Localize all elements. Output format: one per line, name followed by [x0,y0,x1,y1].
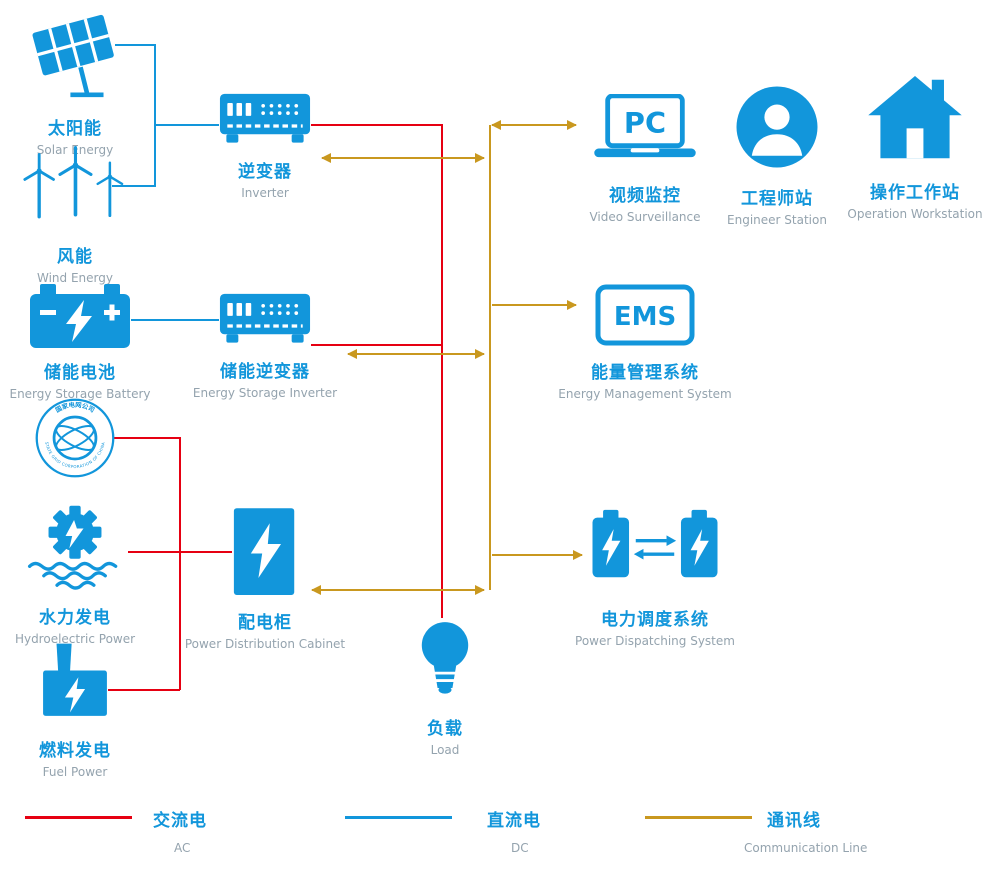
storage-inverter-icon [219,293,311,343]
solar-panel-icon [32,14,114,98]
state-grid-ring-text-zh: 国家电网公司 [54,400,96,414]
solar-label-zh: 太阳能 [48,119,102,139]
node-wind: 风能 Wind Energy [0,146,150,285]
battery-icon [30,284,130,348]
pc-icon-text: PC [624,106,666,140]
cabinet-label-en: Power Distribution Cabinet [184,637,346,651]
hydro-gear-icon [27,505,118,590]
node-pc: PC 视频监控 Video Surveillance [585,94,705,224]
node-dispatch: 电力调度系统 Power Dispatching System [565,508,745,648]
dispatch-label-en: Power Dispatching System [575,634,735,648]
node-cabinet: 配电柜 Power Distribution Cabinet [180,508,350,651]
ems-label-zh: 能量管理系统 [591,363,699,383]
dc-line-solar-wind [112,44,156,187]
legend-dc-line [345,816,452,819]
node-battery: 储能电池 Energy Storage Battery [0,284,160,401]
dispatch-label-zh: 电力调度系统 [601,610,709,630]
dispatch-batteries-icon [592,509,718,578]
hydro-label-en: Hydroelectric Power [14,632,136,646]
cabinet-label-zh: 配电柜 [238,613,292,633]
node-hydro: 水力发电 Hydroelectric Power [0,498,150,646]
legend-ac-label: 交流电 [153,811,207,831]
node-inverter: 逆变器 Inverter [195,92,335,200]
battery-label-zh: 储能电池 [44,363,116,383]
engineer-avatar-icon [736,86,818,168]
svg-text:国家电网公司: 国家电网公司 [54,400,96,414]
legend-ac-sublabel: AC [174,841,191,855]
light-bulb-icon [421,622,469,694]
ac-line-grid [114,437,181,690]
legend-ac-line [25,816,132,819]
inverter-icon [219,93,311,143]
legend-dc-label: 直流电 [487,811,541,831]
storage-inverter-label-en: Energy Storage Inverter [192,386,338,400]
house-icon [868,76,962,159]
fuel-plant-icon [43,643,107,716]
node-load: 负载 Load [390,620,500,757]
node-fuel: 燃料发电 Fuel Power [0,642,150,779]
legend-dc-sublabel: DC [511,841,529,855]
load-label-zh: 负载 [427,719,463,739]
node-solar: 太阳能 Solar Energy [0,12,150,157]
wind-turbine-icon [23,146,124,219]
ems-icon-text: EMS [614,302,676,332]
inverter-label-zh: 逆变器 [238,162,292,182]
pc-label-zh: 视频监控 [609,186,681,206]
node-ems: EMS 能量管理系统 Energy Management System [550,284,740,401]
ems-label-en: Energy Management System [558,387,732,401]
node-state-grid: 国家电网公司 STATE GRID CORPORATION OF CHINA [34,397,116,479]
wind-label-zh: 风能 [57,247,93,267]
workstation-label-zh: 操作工作站 [870,183,960,203]
engineer-label-en: Engineer Station [727,213,827,227]
pc-label-en: Video Surveillance [589,210,701,224]
ems-icon: EMS [595,284,695,346]
distribution-cabinet-icon [233,508,295,595]
legend-comm-label: 通讯线 [767,811,821,831]
battery-label-en: Energy Storage Battery [9,387,151,401]
laptop-icon: PC [594,94,696,158]
inverter-label-en: Inverter [241,186,289,200]
fuel-label-en: Fuel Power [42,765,108,779]
hydro-label-zh: 水力发电 [39,608,111,628]
legend-comm-sublabel: Communication Line [744,841,868,855]
engineer-label-zh: 工程师站 [741,189,813,209]
load-label-en: Load [430,743,460,757]
node-engineer: 工程师站 Engineer Station [722,82,832,227]
wind-label-en: Wind Energy [37,271,113,285]
legend-comm-line [645,816,752,819]
node-workstation: 操作工作站 Operation Workstation [840,76,990,221]
node-storage-inverter: 储能逆变器 Energy Storage Inverter [185,292,345,400]
state-grid-logo: 国家电网公司 STATE GRID CORPORATION OF CHINA [35,398,115,478]
ac-line-inverter-load [311,124,443,618]
fuel-label-zh: 燃料发电 [39,741,111,761]
storage-inverter-label-zh: 储能逆变器 [220,362,310,382]
workstation-label-en: Operation Workstation [847,207,983,221]
